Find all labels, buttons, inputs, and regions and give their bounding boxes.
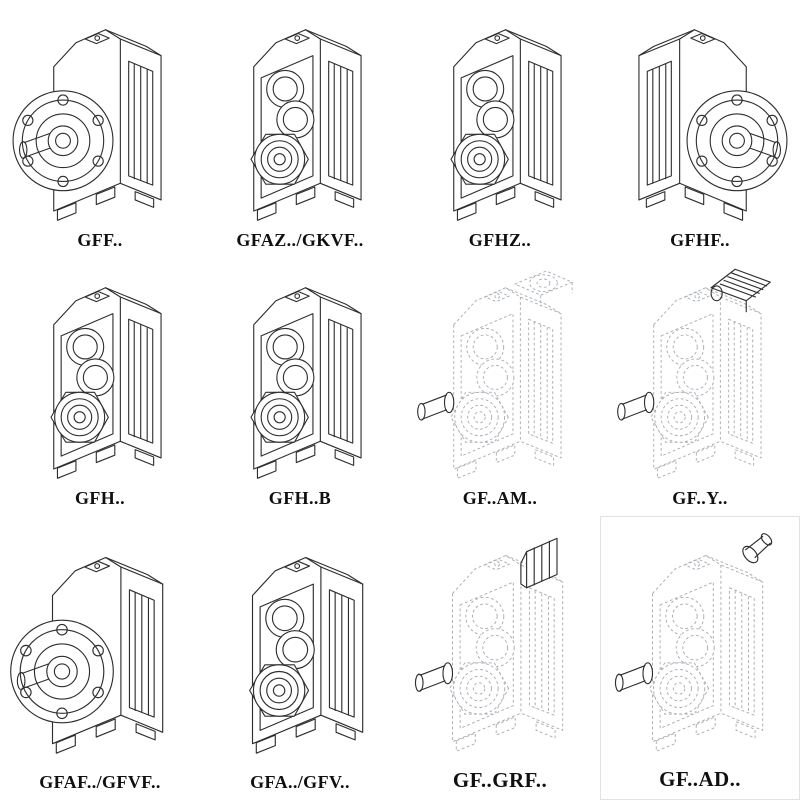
gearbox-label: GFA../GFV..	[250, 771, 350, 792]
gearbox-flange-drawing-mirrored	[602, 2, 798, 224]
gearbox-face-drawing	[202, 260, 398, 482]
gearbox-label: GF..AM..	[462, 487, 538, 508]
gearbox-cell-gfh: GFH..	[0, 258, 200, 516]
gearbox-cell-gfaz-gkvf: GFAZ../GKVF..	[200, 0, 400, 258]
gearbox-cell-gfa-gfv: GFA../GFV..	[200, 516, 400, 800]
gearbox-cell-gf-y: GF..Y..	[600, 258, 800, 516]
gearbox-cell-gfhz: GFHZ..	[400, 0, 600, 258]
gearbox-cell-gfaf-gfvf: GFAF../GFVF..	[0, 516, 200, 800]
gearbox-label: GFAZ../GKVF..	[236, 229, 364, 250]
gearbox-label: GF..Y..	[672, 487, 728, 508]
gearbox-cell-gff: GFF..	[0, 0, 200, 258]
gearbox-face-drawing	[202, 2, 398, 224]
gearbox-phantom-input-shaft-drawing	[603, 521, 797, 761]
gearbox-phantom-flange-adapter-drawing	[402, 260, 598, 482]
gearbox-face-drawing	[202, 520, 398, 766]
gearbox-label: GFAF../GFVF..	[39, 771, 161, 792]
gearbox-face-drawing	[2, 260, 198, 482]
gearbox-phantom-motor-drawing	[602, 260, 798, 482]
gearbox-cell-gf-am: GF..AM..	[400, 258, 600, 516]
gearbox-phantom-adapter-block-drawing	[402, 520, 598, 762]
gearbox-label: GFHZ..	[468, 229, 532, 250]
gearbox-label: GF..GRF..	[452, 767, 548, 792]
gearbox-flange-drawing	[2, 520, 198, 766]
gearbox-face-drawing	[402, 2, 598, 224]
gearbox-label: GFHF..	[670, 229, 730, 250]
gearbox-label: GFF..	[77, 229, 123, 250]
gearbox-label: GF..AD..	[659, 766, 741, 791]
gearbox-cell-gf-grf: GF..GRF..	[400, 516, 600, 800]
gearbox-cell-gfhf: GFHF..	[600, 0, 800, 258]
gearbox-label: GFH..B	[268, 487, 332, 508]
gearbox-cell-gfh-b: GFH..B	[200, 258, 400, 516]
gearbox-cell-gf-ad: GF..AD..	[600, 516, 800, 800]
gearbox-flange-drawing	[2, 2, 198, 224]
gearbox-label: GFH..	[75, 487, 125, 508]
